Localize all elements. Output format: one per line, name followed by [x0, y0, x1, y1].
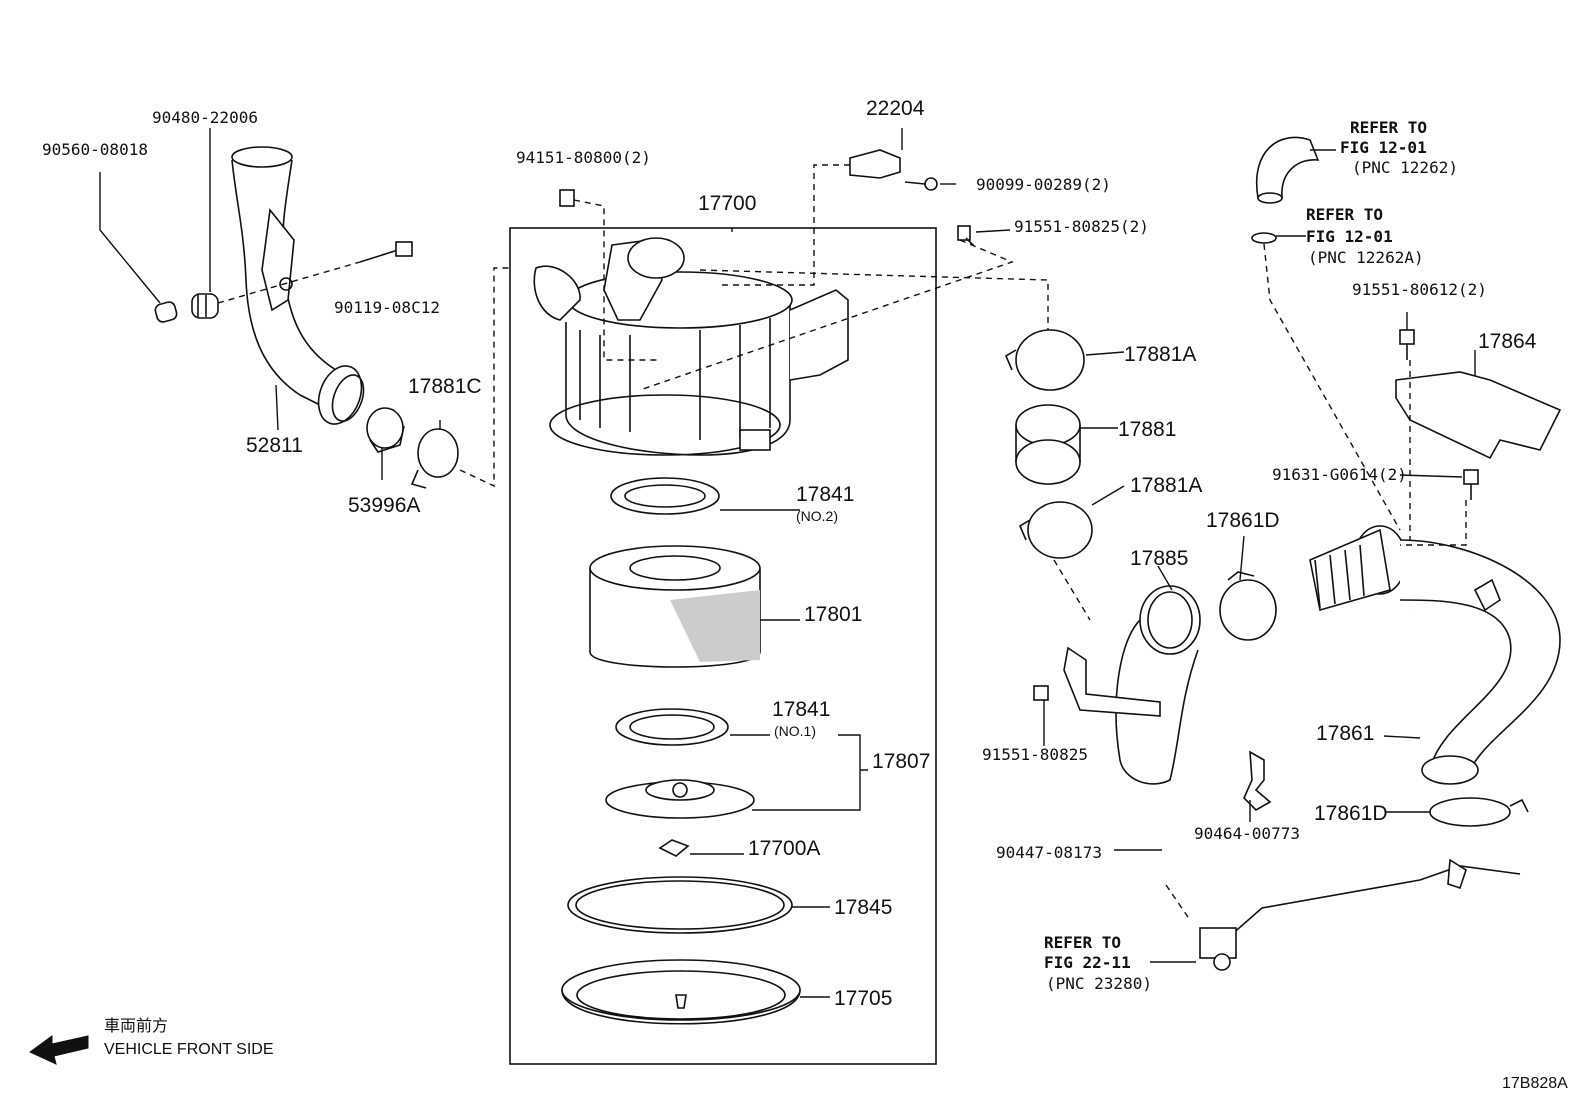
cover-17705: [561, 959, 801, 1025]
clip-ref2: [1251, 232, 1277, 244]
label-17841-no2-sub: (NO.2): [796, 508, 838, 524]
ref3-line3: (PNC 23280): [1046, 974, 1152, 993]
label-90560-08018: 90560-08018: [42, 140, 148, 159]
hose-53996A: [366, 407, 405, 453]
breather-hose-ref1: [1255, 136, 1320, 204]
grommet-90480-22006: [191, 293, 219, 319]
label-17881A-top: 17881A: [1124, 343, 1196, 366]
bolt-90119-08C12: [359, 241, 413, 263]
bolt-91551-80825: [1033, 685, 1049, 701]
label-17881: 17881: [1118, 418, 1176, 441]
bolt-91551-80612: [1399, 329, 1415, 360]
ref1-line1: REFER TO: [1350, 118, 1427, 137]
diagram-id: 17B828A: [1502, 1075, 1568, 1092]
label-91551-80612: 91551-80612(2): [1352, 280, 1487, 299]
label-22204: 22204: [866, 97, 925, 120]
seal-17845: [567, 876, 793, 934]
gasket-17841-no1: [615, 708, 729, 746]
vsv-pipe-ref3: [1199, 858, 1521, 971]
label-17841-no1-sub: (NO.1): [774, 723, 816, 739]
ref2-line2: FIG 12-01: [1306, 227, 1393, 246]
clip-17700A: [658, 839, 690, 857]
assembly-frame: [509, 227, 937, 1065]
clamp-17861D-bottom: [1429, 797, 1529, 827]
label-17705: 17705: [834, 987, 892, 1010]
case-17700: [533, 237, 849, 456]
gasket-17841-no2: [610, 477, 720, 515]
label-17700: 17700: [698, 192, 756, 215]
bolt-91631-G0614: [1463, 469, 1479, 500]
label-90480-22006: 90480-22006: [152, 108, 258, 127]
label-94151-80800: 94151-80800(2): [516, 148, 651, 167]
label-91631-G0614: 91631-G0614(2): [1272, 465, 1407, 484]
label-17807: 17807: [872, 750, 930, 773]
label-17861: 17861: [1316, 722, 1374, 745]
screw-90099-00289: [904, 177, 938, 191]
label-91551-80825-2: 91551-80825(2): [1014, 217, 1149, 236]
bolt-91551-80825-2: [957, 225, 975, 247]
label-17861D-bottom: 17861D: [1314, 802, 1388, 825]
label-53996A: 53996A: [348, 494, 420, 517]
label-17801: 17801: [804, 603, 862, 626]
inlet-duct-52811: [231, 146, 365, 425]
clip-90560-08018: [154, 301, 178, 323]
sensor-22204: [849, 149, 901, 179]
label-17700A: 17700A: [748, 837, 820, 860]
label-90447-08173: 90447-08173: [996, 843, 1102, 862]
relation-lines: [217, 164, 1467, 921]
hose-90447-08173: [1162, 609, 1411, 881]
clamp-17881A-bottom: [1018, 501, 1093, 559]
label-17864: 17864: [1478, 330, 1537, 353]
clip-90464-00773: [1243, 750, 1272, 811]
ref2-line1: REFER TO: [1306, 205, 1383, 224]
pipe-17861: [1309, 525, 1561, 785]
ref1-line2: FIG 12-01: [1340, 138, 1427, 157]
label-17881A-bottom: 17881A: [1130, 474, 1202, 497]
hose-17885: [1063, 585, 1201, 785]
label-17841-no2: 17841: [796, 483, 854, 506]
label-17881C: 17881C: [408, 375, 482, 398]
label-90464-00773: 90464-00773: [1194, 824, 1300, 843]
label-17885: 17885: [1130, 547, 1188, 570]
label-17861D-top: 17861D: [1206, 509, 1280, 532]
clamp-17861D-top: [1219, 571, 1277, 641]
ref3-line2: FIG 22-11: [1044, 953, 1131, 972]
cap-17807: [605, 779, 755, 819]
element-17801: [589, 545, 761, 668]
label-17841-no1: 17841: [772, 698, 830, 721]
label-17845: 17845: [834, 896, 892, 919]
label-90119-08C12: 90119-08C12: [334, 298, 440, 317]
label-90099-00289: 90099-00289(2): [976, 175, 1111, 194]
bracket-17864: [1395, 371, 1562, 460]
hose-17881: [1015, 404, 1081, 485]
nut-94151-80800: [559, 189, 575, 207]
ref2-line3: (PNC 12262A): [1308, 248, 1424, 267]
ref1-line3: (PNC 12262): [1352, 158, 1458, 177]
ref3-line1: REFER TO: [1044, 933, 1121, 952]
label-52811: 52811: [246, 434, 303, 457]
leaders: [99, 128, 1476, 998]
clamp-17881C: [410, 428, 459, 489]
front-direction-arrow-icon: [29, 1035, 89, 1065]
label-91551-80825: 91551-80825: [982, 745, 1088, 764]
clamp-17881A-top: [1004, 329, 1085, 391]
direction-label-jp: 車両前方: [104, 1017, 168, 1035]
direction-label-en: VEHICLE FRONT SIDE: [104, 1041, 274, 1058]
